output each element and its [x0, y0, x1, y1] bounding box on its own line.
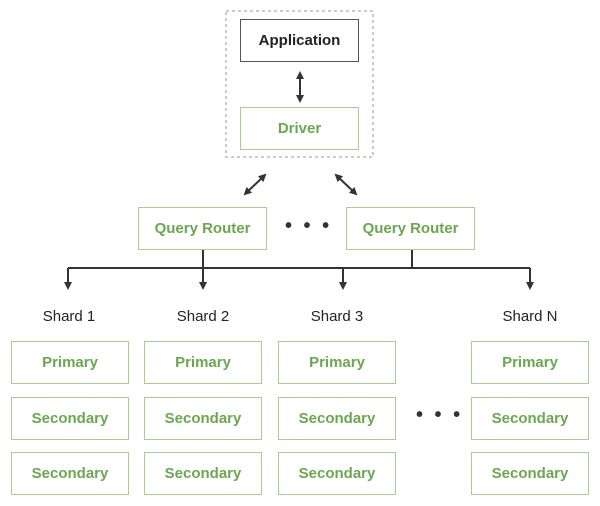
- application-box: Application: [240, 19, 359, 62]
- shard-n-secondary-2: Secondary: [471, 452, 589, 495]
- client-group-border: [225, 10, 374, 158]
- shard-1-primary: Primary: [11, 341, 129, 384]
- shard-2-label: Shard 2: [176, 308, 230, 325]
- shard-2-secondary-1: Secondary: [144, 397, 262, 440]
- shard-2-primary: Primary: [144, 341, 262, 384]
- shard-n-secondary-1: Secondary: [471, 397, 589, 440]
- router-ellipsis: • • •: [285, 215, 333, 237]
- shard-1-label: Shard 1: [42, 308, 96, 325]
- shard-3-label: Shard 3: [310, 308, 364, 325]
- query-router-1: Query Router: [138, 207, 267, 250]
- shard-1-secondary-1: Secondary: [11, 397, 129, 440]
- driver-router1-arrow: [243, 173, 267, 196]
- shard-1-secondary-2: Secondary: [11, 452, 129, 495]
- driver-router2-arrow: [334, 173, 358, 196]
- shard-3-primary: Primary: [278, 341, 396, 384]
- driver-box: Driver: [240, 107, 359, 150]
- shard-n-label: Shard N: [502, 308, 558, 325]
- shard-2-secondary-2: Secondary: [144, 452, 262, 495]
- shard-n-primary: Primary: [471, 341, 589, 384]
- shard-3-secondary-1: Secondary: [278, 397, 396, 440]
- shard-ellipsis: • • •: [416, 404, 464, 426]
- shard-3-secondary-2: Secondary: [278, 452, 396, 495]
- query-router-2: Query Router: [346, 207, 475, 250]
